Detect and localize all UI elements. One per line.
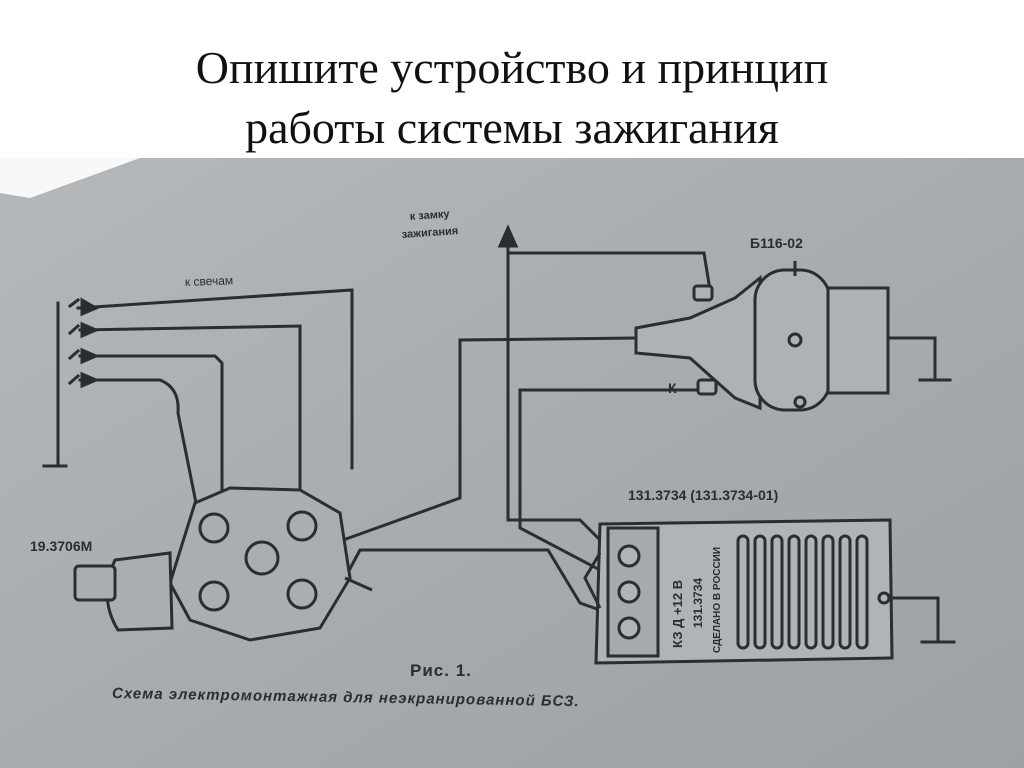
distributor bbox=[73, 486, 373, 642]
switch-ground-wire bbox=[888, 596, 940, 644]
coil-k-wire bbox=[518, 388, 706, 573]
ignition-lock-wire bbox=[506, 238, 712, 328]
plug-arrow-3 bbox=[67, 348, 224, 520]
label-distributor: 19.3706М bbox=[30, 538, 92, 554]
label-ignition-lock-2: зажигания bbox=[401, 225, 458, 241]
figure-number: Рис. 1. bbox=[410, 661, 472, 680]
switch-model-label: 131.3734 bbox=[691, 578, 705, 628]
plug-arrow-2 bbox=[67, 323, 302, 520]
coil-ground-wire bbox=[878, 336, 937, 382]
label-k: К bbox=[668, 380, 677, 396]
switch-power-wire bbox=[506, 324, 613, 553]
paper-sheet bbox=[0, 158, 1024, 768]
coil-hv-wire bbox=[333, 336, 638, 545]
plug-arrow-4 bbox=[67, 373, 202, 525]
label-plugs: к свечам bbox=[185, 273, 234, 289]
label-ignition-lock-1: к замку bbox=[409, 208, 450, 223]
electronic-switch bbox=[583, 518, 894, 665]
switch-heatsink-fins bbox=[736, 534, 869, 650]
label-coil: Б116-02 bbox=[750, 235, 803, 251]
ignition-coil bbox=[634, 261, 890, 412]
wiring-diagram-photo: к свечам к замку зажигания Б116-02 К 131… bbox=[0, 158, 1024, 768]
plug-arrow-1 bbox=[67, 288, 354, 470]
slide-title: Опишите устройство и принцип работы сист… bbox=[0, 38, 1024, 158]
title-line-1: Опишите устройство и принцип bbox=[195, 42, 829, 93]
switch-terminals-label: КЗ Д +12 В bbox=[670, 580, 685, 648]
switch-made-in-label: СДЕЛАНО В РОССИИ bbox=[712, 547, 723, 653]
sensor-wire bbox=[342, 548, 602, 612]
label-switch: 131.3734 (131.3734-01) bbox=[628, 487, 778, 503]
title-line-2: работы системы зажигания bbox=[245, 102, 779, 153]
